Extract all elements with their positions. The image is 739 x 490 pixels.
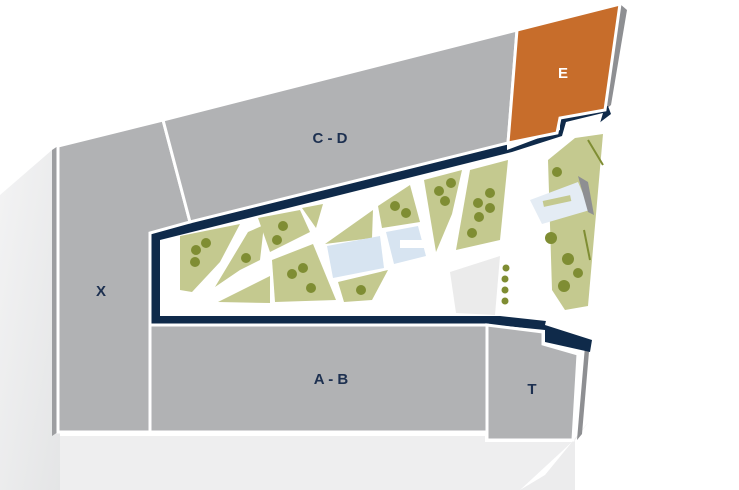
tree — [562, 253, 574, 265]
tree — [467, 228, 477, 238]
tree — [501, 297, 509, 305]
tree — [306, 283, 316, 293]
tree — [558, 280, 570, 292]
tree — [298, 263, 308, 273]
garden-bed — [215, 225, 264, 287]
garden-bed — [272, 244, 336, 302]
tree — [573, 268, 583, 278]
garden-bed — [258, 210, 310, 252]
tree — [502, 264, 510, 272]
garden-bed — [180, 224, 240, 292]
plaza-pad — [450, 256, 500, 315]
tree — [191, 245, 201, 255]
tree — [545, 232, 557, 244]
garden-bed — [325, 210, 373, 244]
tree — [474, 212, 484, 222]
tree — [272, 235, 282, 245]
tree — [552, 167, 562, 177]
building-c-d-label: C - D — [313, 130, 348, 147]
water-features — [327, 176, 594, 315]
building-e-roof — [506, 1, 622, 145]
tree — [434, 186, 444, 196]
tree — [501, 286, 509, 294]
tree — [446, 178, 456, 188]
building-t-roof — [485, 323, 580, 442]
building-e[interactable]: E — [506, 1, 622, 145]
tree — [278, 221, 288, 231]
garden-bed — [424, 170, 462, 252]
tree — [501, 275, 509, 283]
building-x-label: X — [96, 283, 106, 300]
building-e-label: E — [558, 65, 568, 82]
tree — [287, 269, 297, 279]
tree — [485, 203, 495, 213]
tree — [485, 188, 495, 198]
garden-bed — [548, 134, 603, 310]
tree — [241, 253, 251, 263]
building-t[interactable]: T — [485, 323, 580, 442]
garden-bed — [302, 204, 323, 228]
tree — [190, 257, 200, 267]
tree — [401, 208, 411, 218]
building-t-label: T — [527, 381, 536, 398]
building-a-b[interactable]: A - B — [148, 323, 489, 434]
tree — [473, 198, 483, 208]
tree — [440, 196, 450, 206]
pool — [327, 236, 384, 278]
building-a-b-label: A - B — [314, 371, 349, 388]
ground-shadow — [0, 150, 590, 490]
garden-bed — [218, 276, 270, 303]
tree — [201, 238, 211, 248]
trees — [190, 139, 604, 305]
tree — [356, 285, 366, 295]
tree — [390, 201, 400, 211]
